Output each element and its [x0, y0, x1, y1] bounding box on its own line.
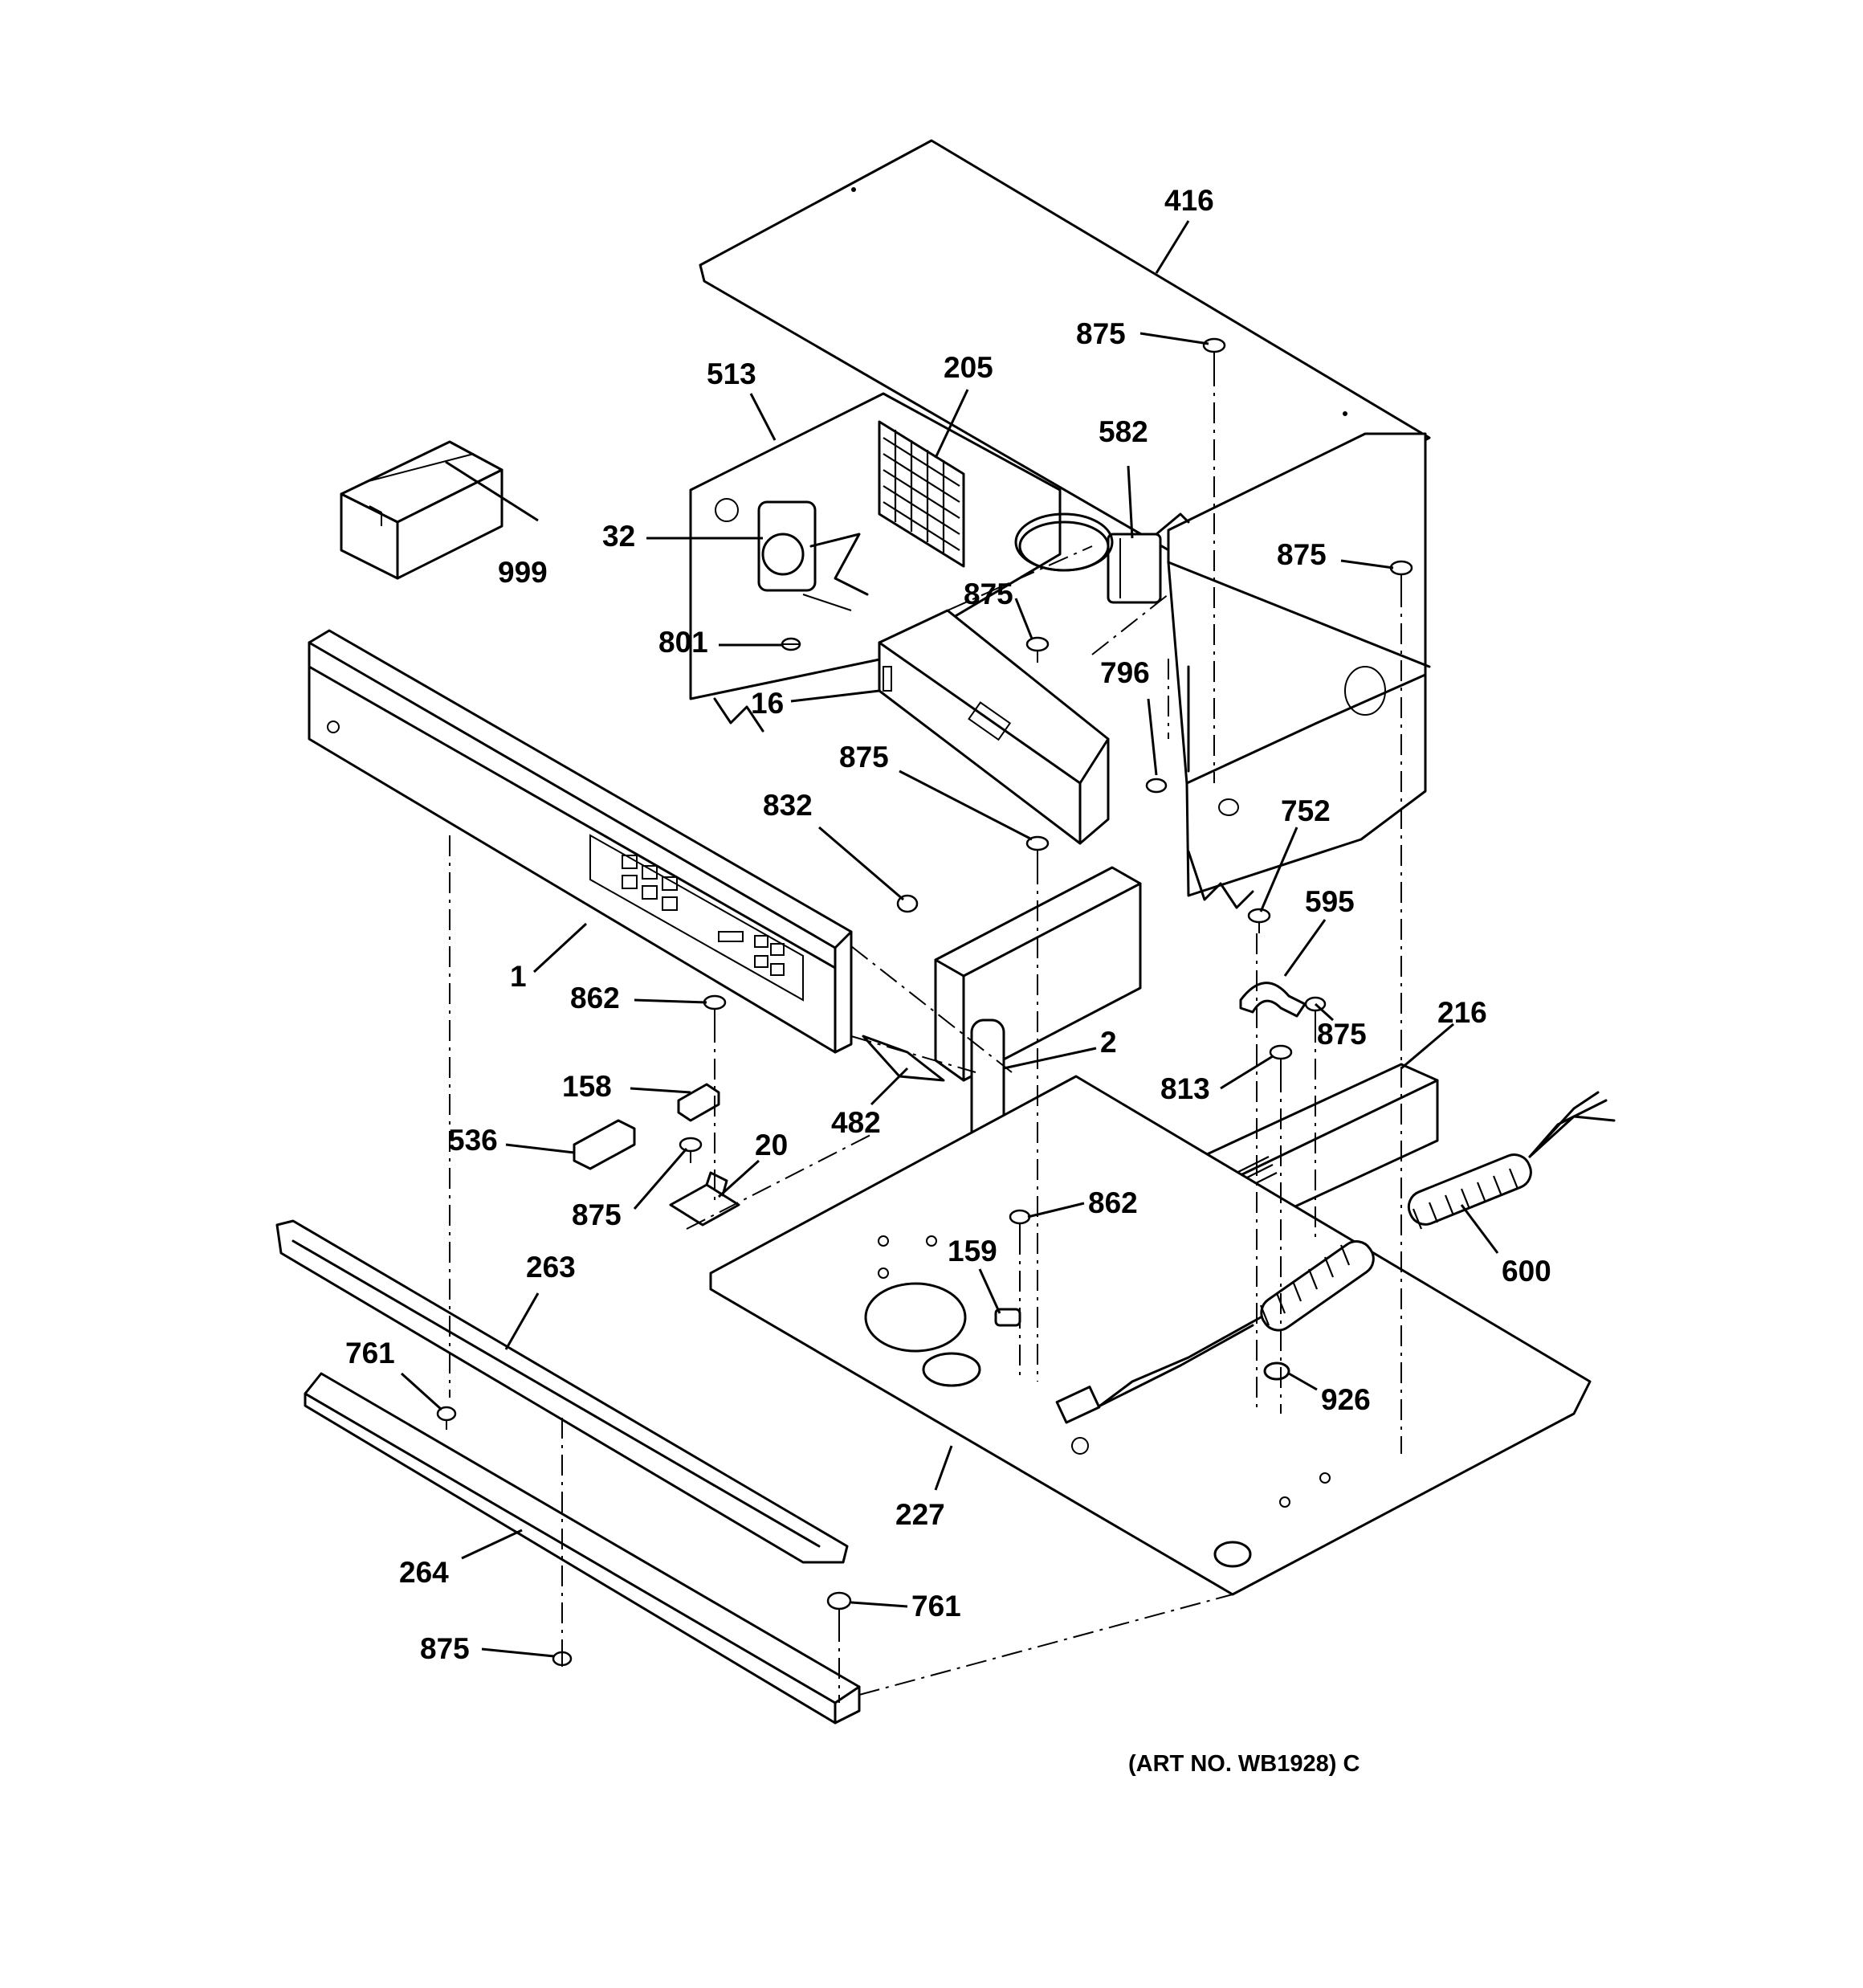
callout-513: 513 — [707, 357, 756, 390]
callout-875: 875 — [964, 578, 1013, 610]
callout-875: 875 — [1277, 538, 1327, 571]
left-bracket-513 — [689, 392, 1062, 733]
screw-icon — [1269, 1044, 1293, 1072]
callout-875: 875 — [839, 741, 889, 774]
callout-264: 264 — [399, 1556, 449, 1589]
callout-862: 862 — [570, 982, 620, 1014]
oven-chassis — [1167, 432, 1431, 909]
leader-lines — [400, 220, 1499, 1658]
callout-227: 227 — [895, 1498, 945, 1531]
callout-32: 32 — [602, 520, 635, 553]
callout-216: 216 — [1437, 996, 1487, 1029]
callout-159: 159 — [948, 1235, 997, 1268]
part-536 — [573, 1119, 636, 1170]
callout-752: 752 — [1281, 794, 1331, 827]
screw-icon — [1025, 636, 1050, 663]
callout-801: 801 — [658, 626, 708, 659]
callout-158: 158 — [562, 1070, 612, 1103]
callout-482: 482 — [831, 1106, 881, 1139]
bracket-20 — [669, 1171, 740, 1227]
box-999 — [340, 440, 503, 580]
callout-2: 2 — [1100, 1026, 1117, 1059]
thermostat-158 — [677, 1083, 720, 1122]
callout-416: 416 — [1164, 184, 1214, 217]
clamp-595 — [1239, 982, 1307, 1018]
callout-832: 832 — [763, 789, 813, 822]
callout-796: 796 — [1100, 656, 1150, 689]
callout-595: 595 — [1305, 885, 1355, 918]
screw-icon — [1247, 908, 1271, 933]
callout-20: 20 — [755, 1129, 788, 1161]
control-board-16 — [878, 609, 1110, 845]
screw-icon — [1202, 337, 1226, 365]
screw-icon — [1145, 778, 1168, 794]
callout-761: 761 — [345, 1337, 395, 1370]
callout-16: 16 — [751, 687, 784, 720]
trim-263 — [275, 1219, 849, 1564]
trim-264 — [304, 1372, 861, 1725]
conduit-600 — [1055, 1091, 1616, 1424]
alignment-lines — [449, 365, 1402, 1703]
callout-875: 875 — [1317, 1018, 1367, 1051]
fan-motor-32 — [757, 500, 869, 611]
screw-icon — [703, 994, 727, 1022]
screw-icon — [679, 1137, 703, 1163]
bottom-panel-227 — [709, 1075, 1592, 1596]
grommet-926 — [1263, 1361, 1290, 1381]
screws — [436, 337, 1413, 1667]
screw-icon — [781, 637, 801, 651]
screw-icon — [436, 1406, 457, 1430]
callout-875: 875 — [1076, 317, 1126, 350]
callout-875: 875 — [420, 1632, 470, 1665]
callout-600: 600 — [1502, 1255, 1551, 1288]
callout-875: 875 — [572, 1198, 622, 1231]
transformer-582 — [1014, 512, 1190, 604]
callout-labels: 416 875 513 205 582 32 999 875 875 801 1… — [345, 184, 1551, 1777]
callout-263: 263 — [526, 1251, 576, 1284]
callout-926: 926 — [1321, 1383, 1371, 1416]
control-panel-1 — [308, 629, 853, 1054]
art-number: (ART NO. WB1928) C — [1128, 1751, 1360, 1777]
callout-582: 582 — [1099, 415, 1148, 448]
callout-1: 1 — [510, 960, 527, 993]
screw-icon — [552, 1647, 573, 1667]
callout-536: 536 — [448, 1124, 498, 1157]
screw-icon — [826, 1591, 852, 1621]
callout-999: 999 — [498, 556, 548, 589]
callout-813: 813 — [1160, 1072, 1210, 1105]
callout-761: 761 — [911, 1590, 961, 1623]
callout-862: 862 — [1088, 1186, 1138, 1219]
callout-205: 205 — [944, 351, 993, 384]
screw-icon — [1025, 835, 1050, 863]
